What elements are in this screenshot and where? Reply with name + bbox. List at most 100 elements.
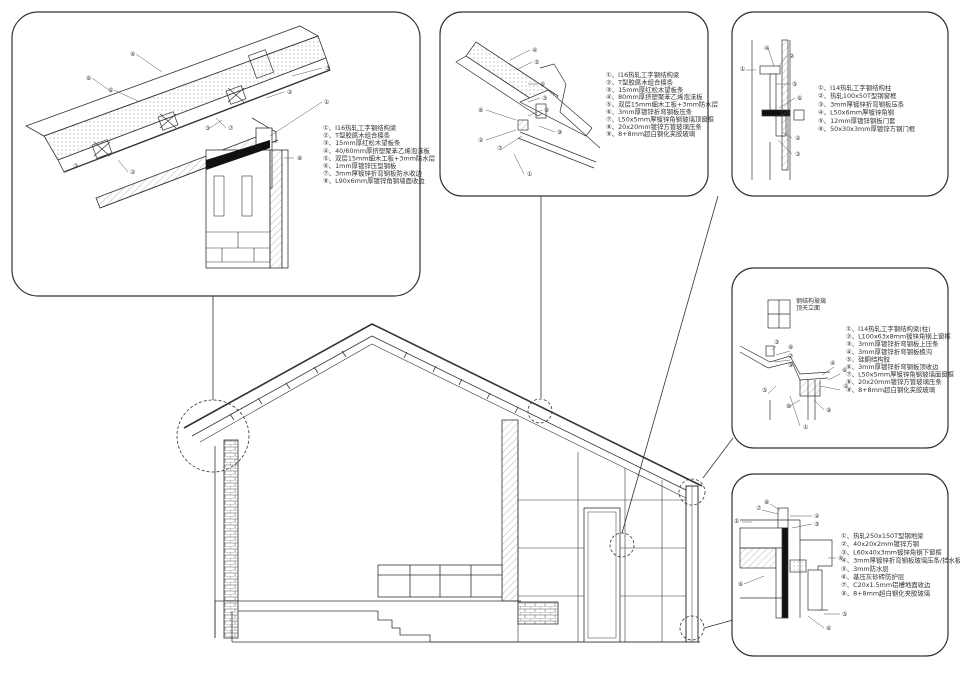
callout-number: ⑥ — [738, 581, 743, 588]
legend-item: ③、3mm厚镀锌折弯钢板上压条 — [846, 339, 939, 348]
corner-note: 钢结构玻璃 — [796, 297, 826, 305]
ridge-legend: ①、I16热轧工字钢结构梁②、T型胶腐木组合檩条③、15mm厚红松木望板条④、8… — [606, 70, 719, 138]
callout-number: ⑧ — [297, 155, 302, 162]
legend-item: ⑧、8+8mm超白钢化夹胶玻璃 — [841, 588, 931, 597]
callout-number: ③ — [325, 65, 330, 72]
callout-number: ⑤ — [108, 87, 113, 94]
detail-circle-column — [609, 532, 635, 558]
brick-base — [517, 601, 559, 625]
legend-item: ⑥、50x30x3mm厚镀锌方钢门框 — [818, 124, 916, 133]
panel-frame — [731, 267, 949, 449]
ridge-construction — [455, 41, 601, 169]
callout-number: ② — [843, 383, 849, 390]
legend-item: ④、3mm厚镀锌折弯钢板玻璃压条/挡水板 — [841, 556, 960, 565]
legend-item: ①、热轧250x150T型钢地梁 — [841, 531, 924, 540]
callout-number: ④ — [764, 45, 769, 52]
legend-item: ①、I14热轧工字钢结构柱 — [818, 83, 892, 92]
leader-lines — [212, 195, 734, 629]
legend-item: ⑥、3mm厚镀锌折弯钢板压条 — [606, 107, 693, 116]
callout-number: ⑨ — [788, 362, 793, 369]
legend-item: ②、40x20x2mm镀锌方钢 — [841, 539, 919, 548]
legend-item: ⑤、3mm防水层 — [841, 564, 889, 573]
callout-number: ⑤ — [762, 387, 767, 394]
callout-number: ⑧ — [764, 499, 769, 506]
callout-number: ④ — [130, 51, 135, 58]
brick-wall-left — [223, 439, 239, 639]
base-legend: ①、热轧250x150T型钢地梁②、40x20x2mm镀锌方钢③、L60x40x… — [841, 531, 960, 597]
legend-item: ②、L100x63x8mm镀锌角钢上窗框 — [846, 332, 951, 341]
callout-number: ② — [795, 135, 801, 142]
legend-item: ⑦、L50x5mm厚镀锌角钢玻璃顶窗框 — [606, 114, 715, 123]
callout-number: ① — [527, 171, 532, 178]
legend-item: ⑤、12mm厚镀锌钢板门套 — [818, 116, 896, 125]
callout-number: ② — [544, 107, 550, 114]
callout-number: ⑤ — [534, 59, 539, 66]
glass-door — [583, 507, 621, 643]
column-callouts: ④ ② ① ⑤ ⑥ ② ③ — [740, 45, 802, 158]
legend-item: ⑥、3mm厚镀锌折弯钢板顶收边 — [846, 362, 939, 371]
legend-item: ④、L50x6mm厚镀锌角钢 — [818, 108, 894, 117]
legend-item: ②、T型胶腐木组合檩条 — [323, 131, 391, 140]
corner-callouts: ③ ⑧ ⑦ ⑨ ④ ⑥ ② ⑤ ⑨ ⑧ ① — [762, 339, 849, 431]
detail-circle-ridge — [527, 398, 553, 424]
legend-item: ⑨、8+8mm超白钢化夹胶玻璃 — [606, 129, 696, 138]
legend-item: ⑤、双层15mm细木工板+3mm防水层 — [323, 153, 436, 162]
panel-column-top: ④ ② ① ⑤ ⑥ ② ③ ①、I14热轧工字钢结构柱②、热轧100x50T型钢… — [731, 11, 949, 197]
base-callouts: ⑧ ⑦ ② ③ ① ④ ⑥ ⑤ ⑥ — [734, 499, 847, 632]
callout-number: ⑥ — [826, 625, 831, 632]
panel-glass-corner: 钢结构玻璃 顶天立面 ③ ⑧ ⑦ ⑨ ④ ⑥ ② ⑤ ⑨ ⑧ ① ①、I14热轧… — [731, 267, 955, 449]
callout-number: ⑧ — [478, 107, 483, 114]
legend-item: ③、3mm厚镀锌折弯钢板压条 — [818, 99, 905, 108]
legend-item: ⑤、双层15mm细木工板+3mm防水层 — [606, 100, 719, 109]
legend-item: ③、L60x40x3mm镀锌角钢下窗框 — [841, 547, 942, 556]
legend-item: ④、3mm厚镀锌折弯钢板檐沟 — [846, 347, 932, 356]
callout-number: ⑦ — [497, 145, 503, 152]
panel-frame — [439, 11, 709, 197]
panel-ground-base: ⑧ ⑦ ② ③ ① ④ ⑥ ⑤ ⑥ ①、热轧250x150T型钢地梁②、40x2… — [731, 473, 960, 657]
base-construction — [739, 507, 833, 619]
callout-number: ⑦ — [73, 163, 79, 170]
callout-number: ⑧ — [788, 344, 793, 351]
callout-number: ⑦ — [228, 125, 234, 132]
legend-item: ⑤、硅酮结构胶 — [846, 354, 891, 363]
callout-number: ④ — [830, 360, 835, 367]
legend-item: ⑦、C20x1.5mm铝槽地面收边 — [841, 580, 931, 589]
legend-item: ④、40/60mm厚挤塑聚苯乙烯泡沫板 — [323, 146, 431, 155]
callout-number: ③ — [774, 339, 779, 346]
callout-number: ③ — [542, 95, 547, 102]
callout-number: ① — [803, 424, 808, 431]
legend-item: ①、I16热轧工字钢结构梁 — [606, 70, 680, 79]
column-construction — [751, 39, 805, 180]
legend-item: ①、I14热轧工字钢结构梁(柱) — [846, 324, 931, 333]
callout-number: ⑥ — [540, 81, 545, 88]
callout-number: ⑤ — [842, 611, 847, 618]
eave-legend: ①、I16热轧工字钢结构梁②、T型胶腐木组合檩条③、15mm厚红松木望板条④、4… — [323, 123, 436, 185]
callout-number: ⑥ — [797, 95, 802, 102]
callout-number: ⑨ — [557, 129, 562, 136]
ridge-callouts: ④ ⑤ ⑥ ③ ② ⑧ ② ⑦ ① ⑨ — [478, 47, 562, 178]
detail-circle-eave — [176, 399, 250, 473]
callout-number: ③ — [205, 125, 210, 132]
callout-number: ① — [734, 518, 739, 525]
callout-number: ② — [814, 513, 820, 520]
legend-item: ⑨、8+8mm超白钢化夹胶玻璃 — [846, 385, 936, 394]
legend-item: ⑥、1mm厚镀锌压型钢板 — [323, 161, 397, 170]
building-section — [176, 323, 706, 643]
column-legend: ①、I14热轧工字钢结构柱②、热轧100x50T型钢窗框③、3mm厚镀锌折弯钢板… — [818, 83, 916, 133]
callout-number: ⑥ — [842, 367, 847, 374]
callout-number: ⑨ — [826, 407, 831, 414]
callout-number: ⑧ — [786, 403, 791, 410]
legend-item: ③、15mm厚红松木望板条 — [323, 138, 401, 147]
legend-item: ⑥、基压灰砂砖防护层 — [841, 572, 905, 581]
corner-construction — [739, 299, 831, 420]
callout-number: ④ — [532, 47, 537, 54]
eave-callouts: ④ ③ ⑥ ⑤ ② ③ ⑦ ⑦ ② ① ⑧ — [73, 51, 330, 176]
legend-item: ②、T型胶腐木组合檩条 — [606, 77, 674, 86]
detail-circle-corner — [678, 478, 706, 506]
callout-number: ③ — [814, 521, 819, 528]
eave-construction — [25, 25, 331, 269]
callout-number: ④ — [838, 555, 843, 562]
callout-number: ① — [740, 66, 745, 73]
panel-roof-eave: ④ ③ ⑥ ⑤ ② ③ ⑦ ⑦ ② ① ⑧ ①、I16热轧工字钢结构梁②、T型胶… — [11, 11, 436, 297]
